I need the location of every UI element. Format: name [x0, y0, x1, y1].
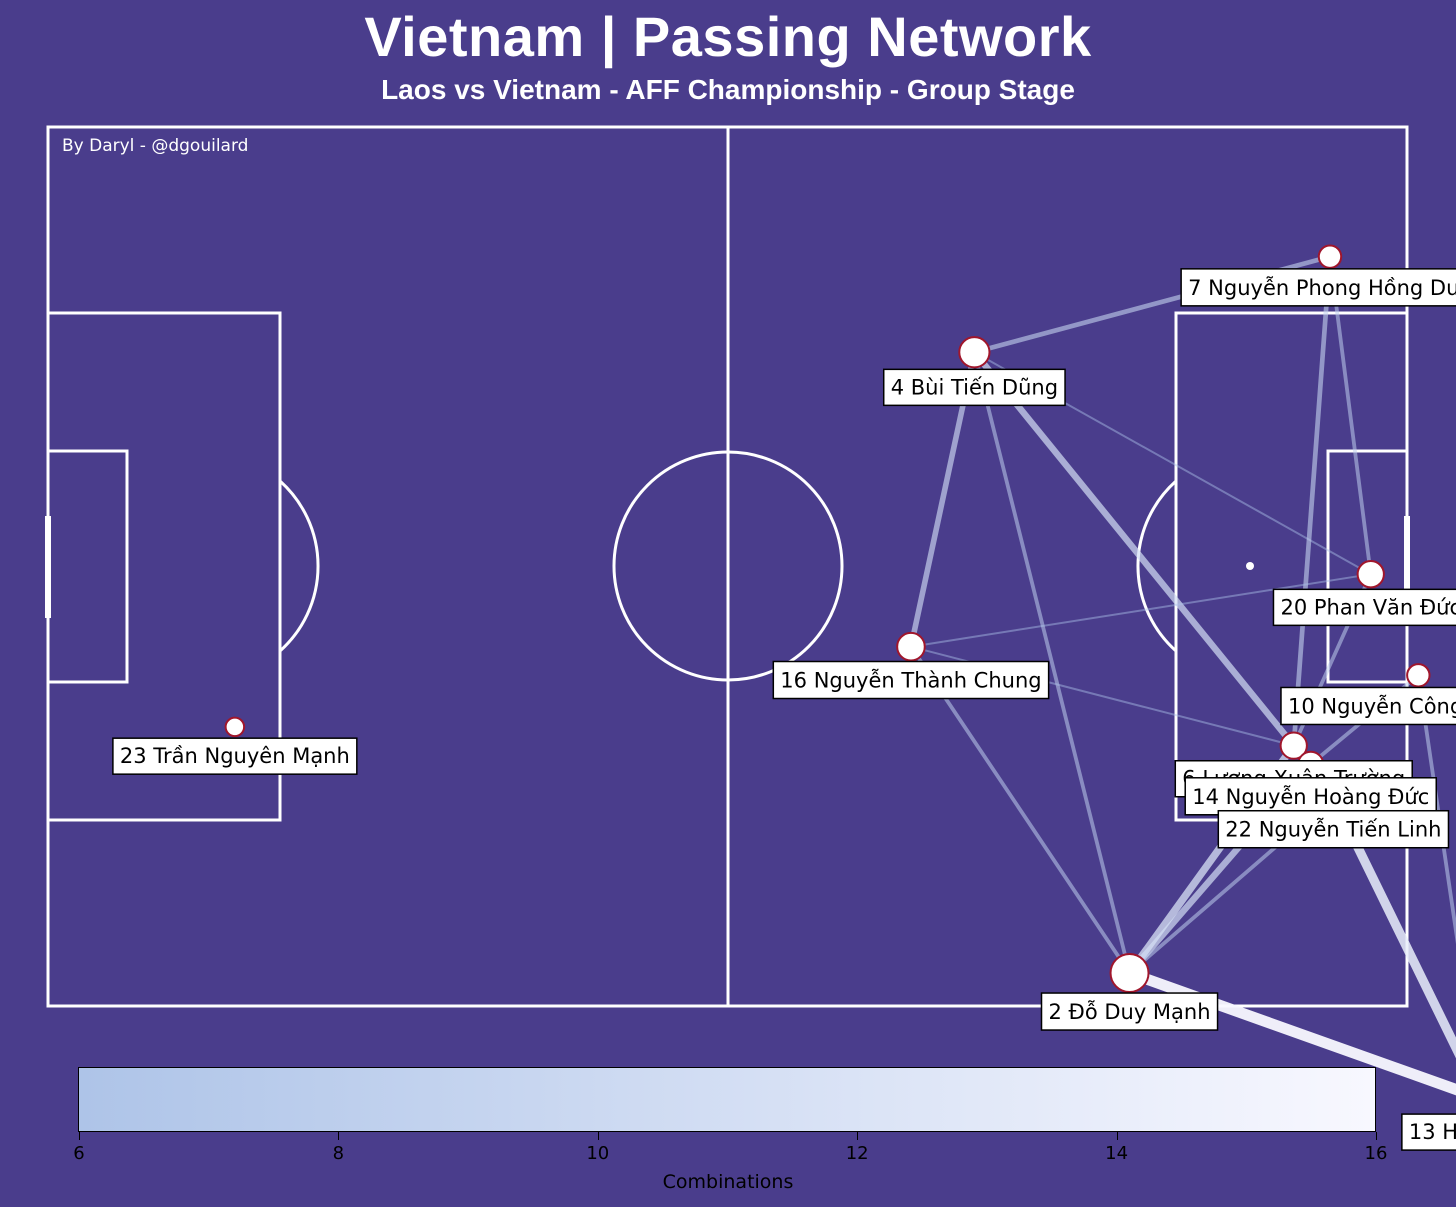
colorbar-tick-label: 14 [1105, 1143, 1129, 1164]
pass-link-7-6 [1291, 254, 1333, 748]
player-labels: 23 Trần Nguyên Mạnh 4 Bùi Tiến Dũng 7 Nguy… [112, 268, 1456, 1151]
player-label-box [1280, 686, 1456, 726]
colorbar-tick-label: 12 [845, 1143, 869, 1164]
player-label-20: 20 Phan Văn Đức [1272, 588, 1456, 627]
pass-link-16-2 [909, 644, 1132, 975]
colorbar-tick-label: 16 [1364, 1143, 1388, 1164]
player-label-box [1217, 809, 1450, 849]
colorbar-tick-label: 10 [586, 1143, 610, 1164]
pass-link-13-10 [1416, 673, 1456, 945]
player-label-text: 23 Trần Nguyên Mạnh [120, 744, 350, 768]
player-label-4: 4 Bùi Tiến Dũng [882, 368, 1066, 407]
player-label-14: 14 Nguyễn Hoàng Đức [1184, 777, 1438, 816]
chart-title: Vietnam | Passing Network [364, 5, 1092, 68]
player-label-box [1184, 777, 1438, 816]
colorbar-tick-label: 6 [73, 1143, 85, 1164]
colorbar-tick [597, 1132, 599, 1140]
player-node-4 [958, 336, 991, 369]
player-label-text: 10 Nguyễn Công Phượng [1288, 693, 1456, 718]
player-label-text: 20 Phan Văn Đức [1280, 595, 1456, 619]
player-label-16: 16 Nguyễn Thành Chung [772, 660, 1050, 700]
colorbar-tick [1376, 1132, 1377, 1140]
right-penalty-arc [1136, 479, 1178, 653]
player-label-text: 7 Nguyễn Phong Hồng Duy [1188, 275, 1456, 300]
player-node-23 [224, 716, 246, 738]
player-label-13: 13 Hồ Tấn Tài [1401, 1113, 1456, 1151]
colorbar-tick-label: 8 [332, 1143, 345, 1164]
player-node-2 [1109, 953, 1150, 994]
credit-text: By Daryl - @dgouilard [62, 136, 249, 156]
player-label-text: 13 Hồ Tấn Tài [1409, 1120, 1456, 1144]
player-label-10: 10 Nguyễn Công Phượng [1280, 686, 1456, 726]
player-label-box [1040, 992, 1219, 1031]
left-six-yard-box [46, 449, 129, 684]
player-node-16 [896, 631, 926, 662]
pass-link-4-6 [971, 348, 1297, 749]
player-node-10 [1406, 663, 1431, 688]
player-label-box [112, 737, 358, 775]
pass-link-16-20 [909, 573, 1372, 648]
player-label-box [1272, 588, 1456, 627]
left-goal [45, 516, 51, 618]
player-node-7 [1317, 244, 1343, 269]
colorbar-tick [338, 1132, 340, 1140]
left-penalty-arc [278, 479, 320, 653]
colorbar-tick [1116, 1132, 1118, 1140]
player-label-box [1401, 1113, 1456, 1151]
player-label-box [772, 660, 1050, 700]
colorbar-label: Combinations [662, 1171, 794, 1193]
chart-subtitle: Laos vs Vietnam - AFF Championship - Gro… [381, 74, 1075, 105]
player-label-text: 4 Bùi Tiến Dũng [891, 375, 1058, 399]
player-label-22: 22 Nguyễn Tiến Linh [1217, 809, 1450, 849]
center-circle [612, 450, 844, 682]
player-label-text: 2 Đỗ Duy Mạnh [1049, 999, 1211, 1024]
player-label-box [882, 368, 1066, 407]
right-penalty-spot [1246, 562, 1254, 570]
player-node-20 [1356, 560, 1385, 589]
right-goal [1404, 516, 1410, 618]
player-label-text: 22 Nguyễn Tiến Linh [1225, 817, 1441, 842]
player-label-2: 2 Đỗ Duy Mạnh [1040, 992, 1219, 1031]
player-label-7: 7 Nguyễn Phong Hồng Duy [1180, 268, 1456, 307]
player-node-6 [1279, 731, 1308, 760]
player-nodes [224, 244, 1431, 994]
player-label-text: 14 Nguyễn Hoàng Đức [1192, 784, 1429, 809]
player-label-box [1180, 268, 1456, 307]
player-label-23: 23 Trần Nguyên Mạnh [112, 737, 358, 775]
colorbar-tick [79, 1132, 80, 1140]
player-label-text: 16 Nguyễn Thành Chung [780, 668, 1041, 693]
pass-link-4-2 [972, 350, 1132, 975]
pass-link-7-20 [1328, 254, 1373, 577]
colorbar [78, 1067, 1376, 1132]
colorbar-tick [857, 1132, 859, 1140]
